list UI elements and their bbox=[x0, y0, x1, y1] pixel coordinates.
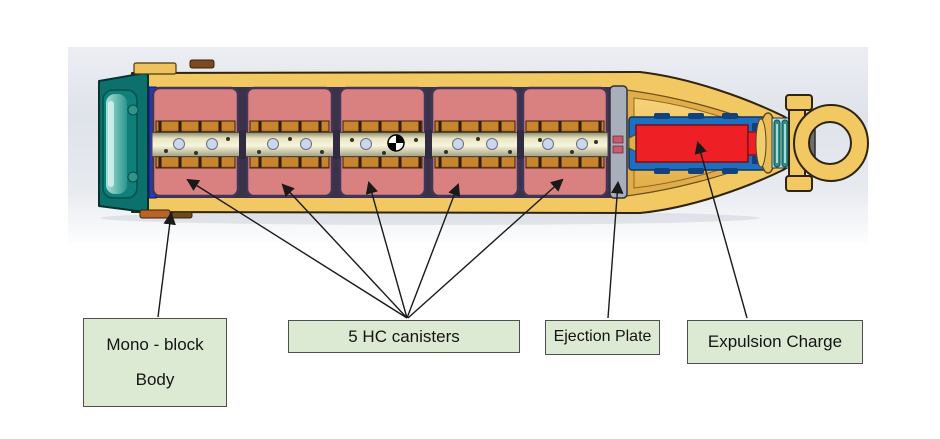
liner-notches bbox=[654, 113, 738, 174]
flange-disc-inner bbox=[755, 118, 767, 168]
orange-segment-strips bbox=[155, 120, 605, 169]
central-tube-assembly bbox=[151, 120, 609, 169]
body-shadow bbox=[100, 211, 760, 225]
ejection-plate bbox=[609, 85, 628, 199]
base-cap-highlight bbox=[108, 101, 114, 187]
base-cap-boss-bottom bbox=[127, 171, 139, 183]
label-hc-canisters: 5 HC canisters bbox=[288, 320, 520, 353]
lifting-eye-tab-bottom bbox=[785, 175, 813, 192]
label-mono-block-line2: Body bbox=[135, 370, 175, 389]
lifting-eye-ring bbox=[793, 104, 869, 182]
leader-line-mono-block bbox=[157, 211, 176, 318]
tube-joints bbox=[239, 130, 524, 159]
expulsion-charge-assembly bbox=[628, 113, 770, 174]
leader-line-ejection-plate bbox=[607, 180, 624, 319]
flash-tube bbox=[151, 132, 609, 157]
label-mono-block-body: Mono - block Body bbox=[83, 318, 227, 407]
leader-line-expulsion-charge bbox=[694, 140, 748, 319]
center-of-mass-icon bbox=[387, 134, 405, 152]
base-cap-boss-top bbox=[127, 104, 139, 116]
label-hc-canisters-text: 5 HC canisters bbox=[348, 326, 460, 346]
leader-line-canister-2 bbox=[281, 183, 408, 319]
wall-fittings bbox=[133, 59, 215, 219]
label-mono-block-line1: Mono - block bbox=[106, 335, 204, 355]
tube-speckles bbox=[164, 137, 598, 155]
base-cap bbox=[98, 72, 149, 213]
projectile-cross-section bbox=[98, 59, 869, 219]
leader-line-canister-1 bbox=[186, 178, 408, 319]
leader-line-canister-5 bbox=[407, 178, 564, 319]
lifting-eye-tab-top bbox=[785, 94, 813, 111]
label-ejection-plate: Ejection Plate bbox=[545, 320, 660, 355]
leader-line-canister-4 bbox=[406, 183, 461, 319]
expulsion-charge bbox=[635, 124, 749, 163]
leader-lines bbox=[157, 140, 748, 319]
tube-holes bbox=[173, 138, 588, 150]
lifting-eye bbox=[785, 94, 869, 192]
label-expulsion-charge-text: Expulsion Charge bbox=[707, 332, 843, 352]
label-ejection-plate-text: Ejection Plate bbox=[553, 328, 652, 346]
leader-line-canister-3 bbox=[365, 180, 408, 319]
label-expulsion-charge: Expulsion Charge bbox=[687, 320, 863, 364]
